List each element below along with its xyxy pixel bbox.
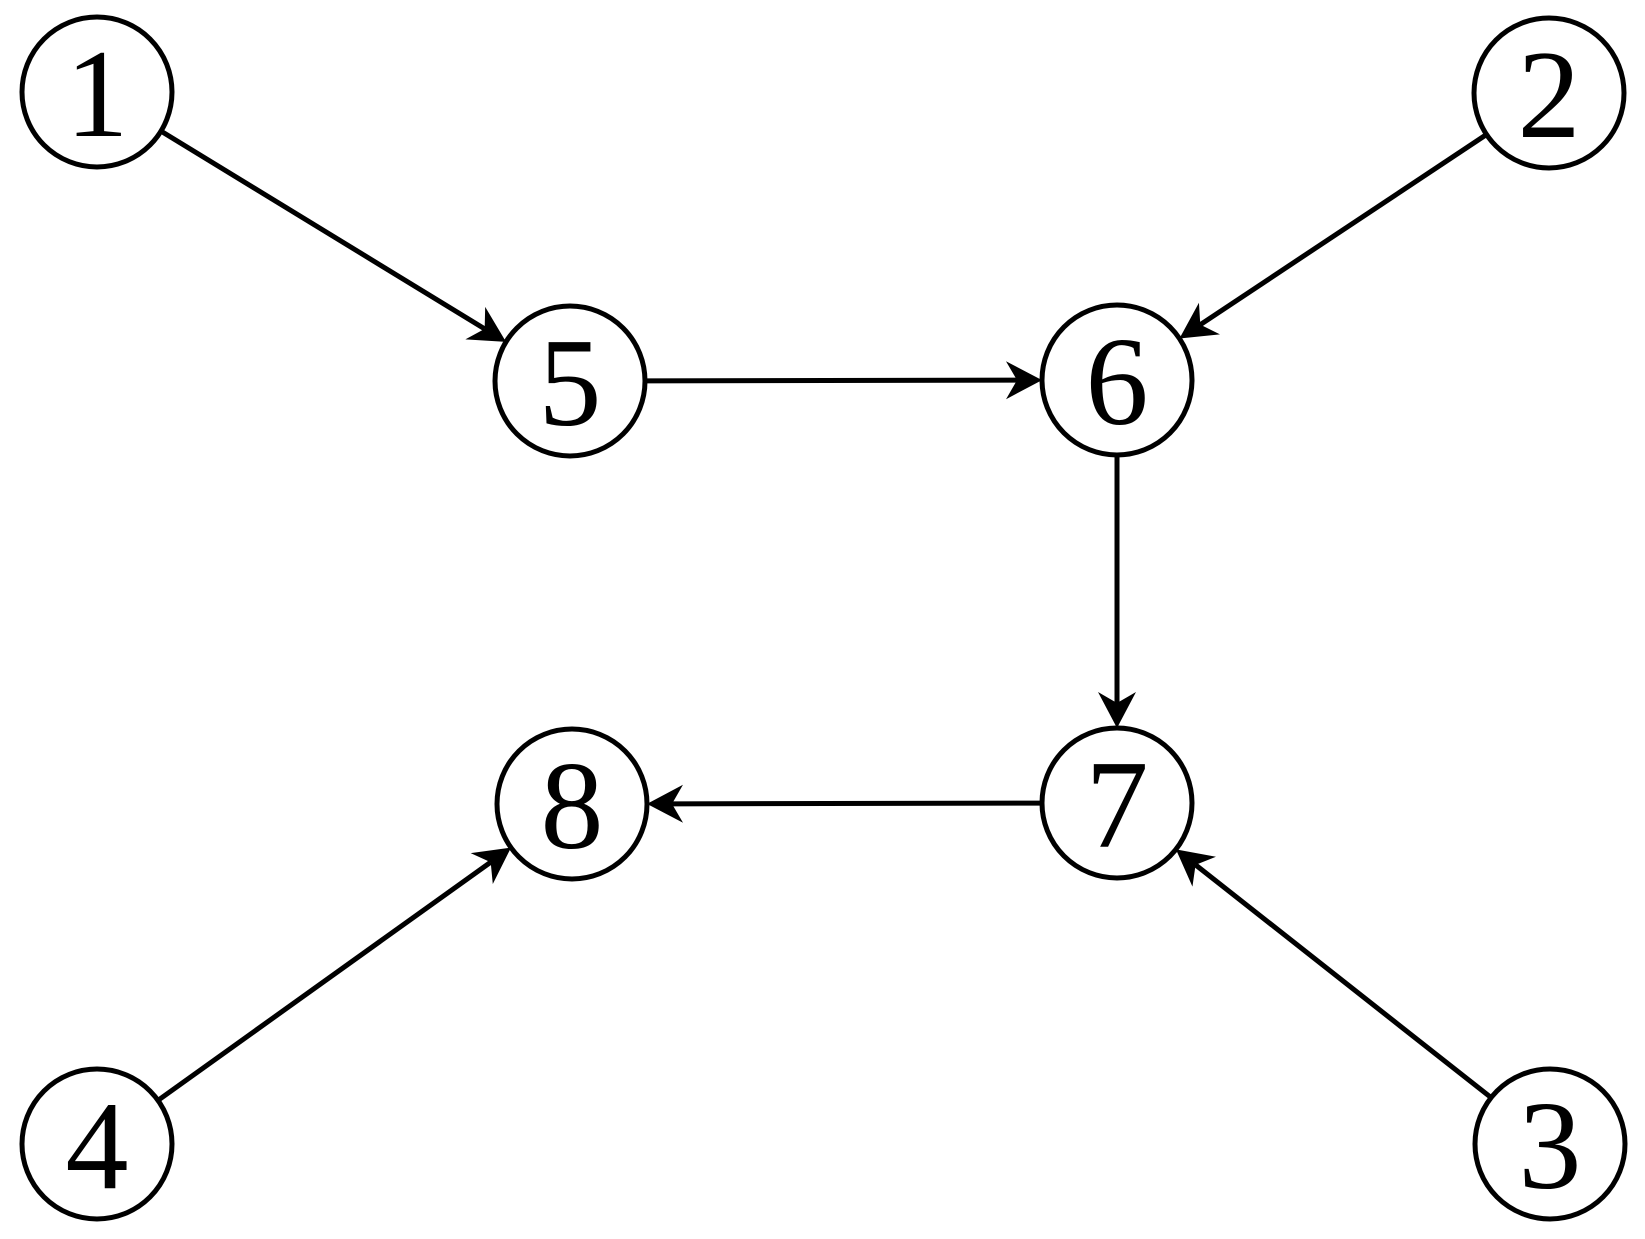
edge-3-7 xyxy=(1194,862,1493,1100)
arrowhead-icon xyxy=(470,847,512,885)
node-circle-1 xyxy=(19,14,175,170)
node-label-3: 3 xyxy=(1519,1077,1582,1216)
graph-node-7: 7 xyxy=(1039,725,1195,881)
edge-2-6 xyxy=(1198,132,1488,327)
graph-node-3: 3 xyxy=(1472,1066,1628,1222)
edge-7-8 xyxy=(671,800,1043,807)
node-circle-5 xyxy=(492,303,648,459)
node-label-5: 5 xyxy=(539,314,602,453)
arrowhead-icon xyxy=(646,784,684,823)
edge-1-5 xyxy=(159,128,486,331)
edge-4-8 xyxy=(156,860,493,1103)
node-circle-6 xyxy=(1039,302,1195,458)
node-circle-3 xyxy=(1472,1066,1628,1222)
node-label-4: 4 xyxy=(66,1077,129,1216)
graph-node-1: 1 xyxy=(19,14,175,170)
arrowhead-icon xyxy=(1005,361,1043,400)
arrowhead-icon xyxy=(1175,849,1216,887)
node-circle-8 xyxy=(494,726,650,882)
graph-node-6: 6 xyxy=(1039,302,1195,458)
node-label-6: 6 xyxy=(1086,313,1149,452)
graph-node-4: 4 xyxy=(19,1066,175,1222)
graph-node-2: 2 xyxy=(1471,15,1627,171)
node-label-7: 7 xyxy=(1086,736,1149,875)
arrowhead-icon xyxy=(1098,692,1136,728)
edge-5-6 xyxy=(644,377,1018,384)
graph-node-5: 5 xyxy=(492,303,648,459)
nodes-layer: 1 2 3 4 5 6 7 8 xyxy=(19,14,1628,1222)
arrowhead-icon xyxy=(465,306,507,342)
node-label-8: 8 xyxy=(541,737,604,876)
node-circle-2 xyxy=(1471,15,1627,171)
arrowhead-icon xyxy=(1179,302,1220,339)
edges-layer xyxy=(156,128,1493,1103)
node-circle-4 xyxy=(19,1066,175,1222)
node-label-2: 2 xyxy=(1518,26,1581,165)
graph-node-8: 8 xyxy=(494,726,650,882)
node-label-1: 1 xyxy=(66,25,129,164)
node-circle-7 xyxy=(1039,725,1195,881)
